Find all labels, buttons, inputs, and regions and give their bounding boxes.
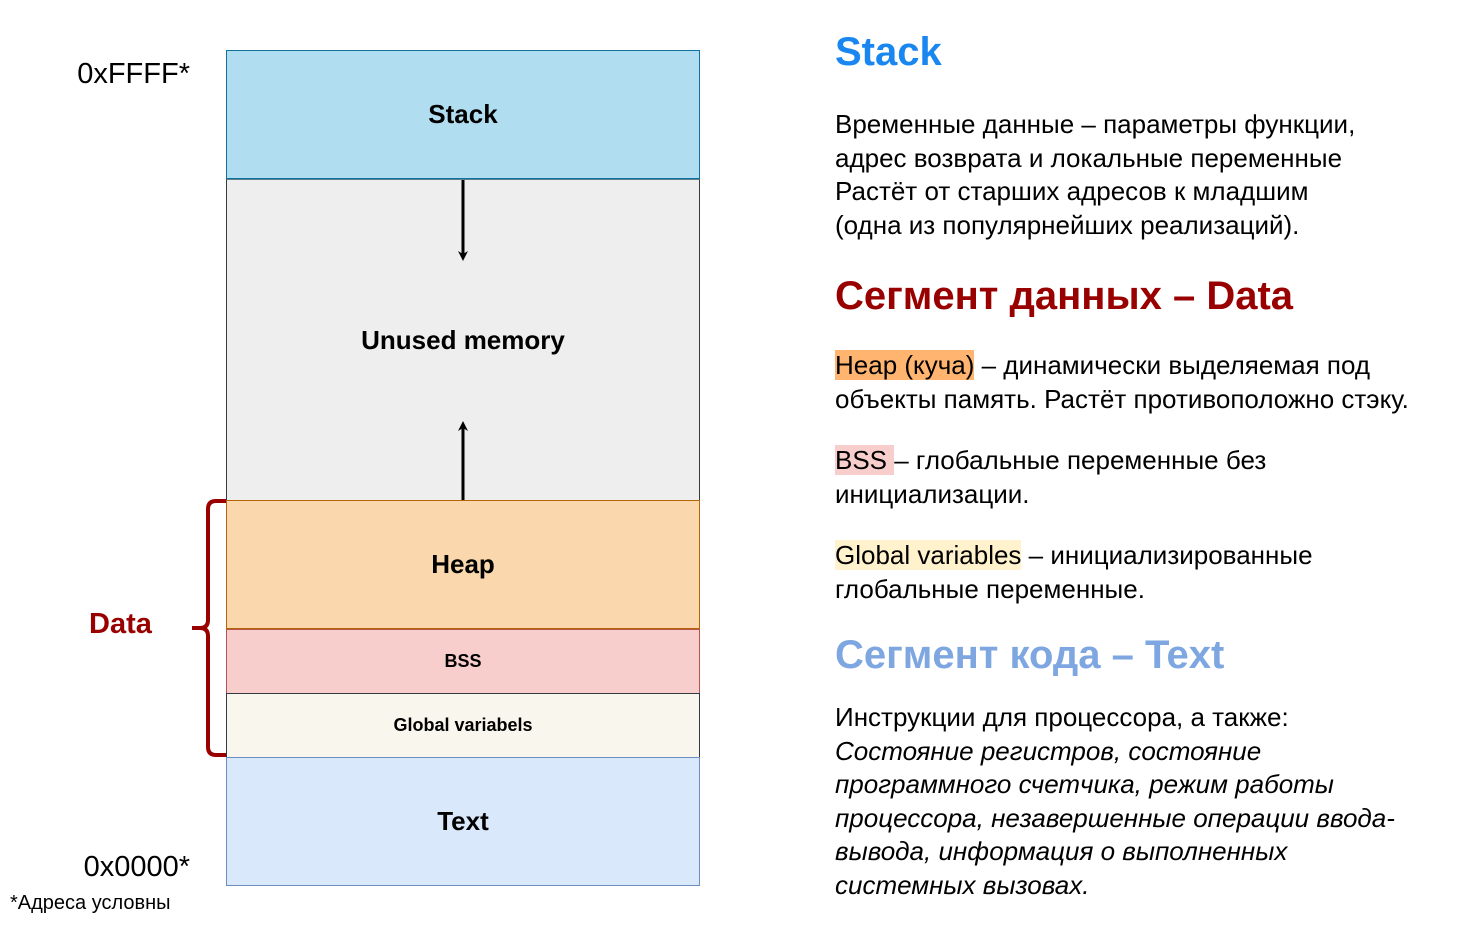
- stack-heading: Stack: [835, 30, 942, 74]
- stack-desc-line: Временные данные – параметры функции,: [835, 109, 1356, 139]
- address-bottom-label: 0x0000*: [83, 851, 190, 883]
- data-segment-heading: Сегмент данных – Data: [835, 274, 1294, 318]
- global-term: Global variables: [835, 540, 1022, 570]
- bss-desc-text: – глобальные переменные без: [894, 445, 1267, 475]
- text-desc-line: Состояние регистров, состояние: [835, 735, 1262, 766]
- bss-desc-line2: инициализации.: [835, 478, 1030, 509]
- text-desc-line: системных вызовах.: [835, 869, 1090, 900]
- address-top-label: 0xFFFF*: [77, 58, 190, 90]
- stack-desc-line: (одна из популярнейших реализаций).: [835, 209, 1300, 240]
- footnote: *Адреса условны: [10, 892, 171, 914]
- stack-description: Временные данные – параметры функции, ад…: [835, 108, 1355, 242]
- segment-stack-label: Stack: [428, 99, 498, 129]
- segment-heap: Heap: [226, 500, 700, 629]
- segment-global-label: Global variabels: [393, 715, 533, 735]
- segment-bss-label: BSS: [444, 651, 482, 671]
- text-desc-intro: Инструкции для процессора, а также:: [835, 702, 1289, 732]
- global-desc-line2: глобальные переменные.: [835, 573, 1145, 604]
- global-description: Global variables – инициализированные гл…: [835, 539, 1313, 606]
- segment-heap-label: Heap: [431, 549, 495, 579]
- data-brace-icon: [192, 499, 226, 757]
- text-desc-line: процессора, незавершенные операции ввода…: [835, 802, 1395, 833]
- segment-stack: Stack: [226, 50, 700, 179]
- heap-desc-text: – динамически выделяемая под: [974, 350, 1371, 380]
- heap-desc-line2: объекты память. Растёт противоположно ст…: [835, 383, 1409, 414]
- heap-term: Heap (куча): [835, 350, 975, 380]
- data-brace-label: Data: [89, 608, 152, 640]
- bss-description: BSS – глобальные переменные без инициали…: [835, 444, 1266, 511]
- global-desc-text: – инициализированные: [1021, 540, 1313, 570]
- stack-desc-line: адрес возврата и локальные переменные: [835, 142, 1343, 173]
- text-desc-line: программного счетчика, режим работы: [835, 769, 1334, 799]
- bss-term: BSS: [835, 445, 895, 475]
- stack-desc-line: Растёт от старших адресов к младшим: [835, 176, 1309, 206]
- heap-description: Heap (куча) – динамически выделяемая под…: [835, 349, 1409, 416]
- text-segment-description: Инструкции для процессора, а также: Сост…: [835, 701, 1395, 902]
- segment-global-variables: Global variabels: [226, 693, 700, 758]
- segment-unused-label: Unused memory: [361, 324, 565, 355]
- segment-text: Text: [226, 757, 700, 886]
- text-desc-line: вывода, информация о выполненных: [835, 836, 1288, 866]
- segment-text-label: Text: [437, 806, 489, 836]
- text-segment-heading: Сегмент кода – Text: [835, 633, 1225, 677]
